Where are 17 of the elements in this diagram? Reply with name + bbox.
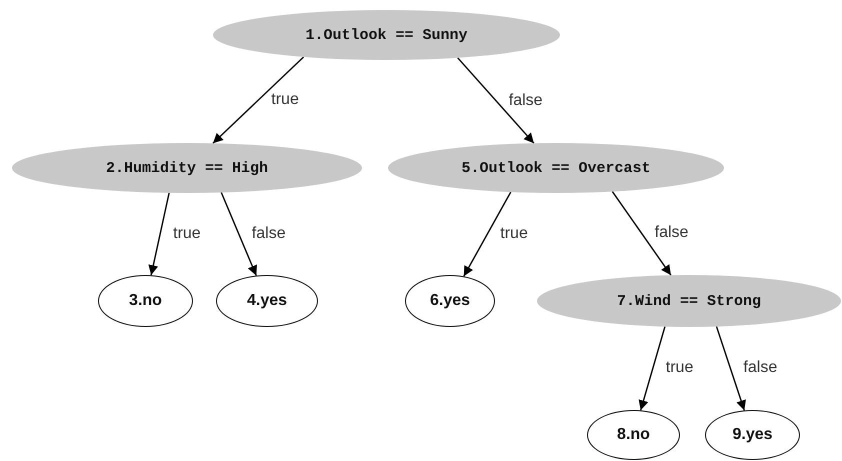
leaf-ellipse: 8.no [587, 410, 680, 460]
arrow [457, 57, 534, 144]
arrow [638, 326, 666, 410]
arrow [148, 192, 170, 276]
leaf-ellipse: 6.yes [405, 275, 495, 327]
arrow [463, 192, 512, 277]
leaf-ellipse: 4.yes [216, 275, 318, 327]
leaf-ellipse: 9.yes [705, 410, 800, 460]
leaf-ellipse: 3.no [98, 275, 193, 327]
arrow [212, 56, 304, 144]
decision-ellipse: 5.Outlook == Overcast [388, 143, 724, 193]
decision-ellipse: 7.Wind == Strong [537, 275, 841, 327]
arrow [612, 191, 672, 276]
arrow [716, 326, 746, 411]
decision-ellipse: 1.Outlook == Sunny [213, 10, 560, 60]
decision-ellipse: 2.Humidity == High [12, 143, 362, 193]
arrow [220, 192, 258, 276]
